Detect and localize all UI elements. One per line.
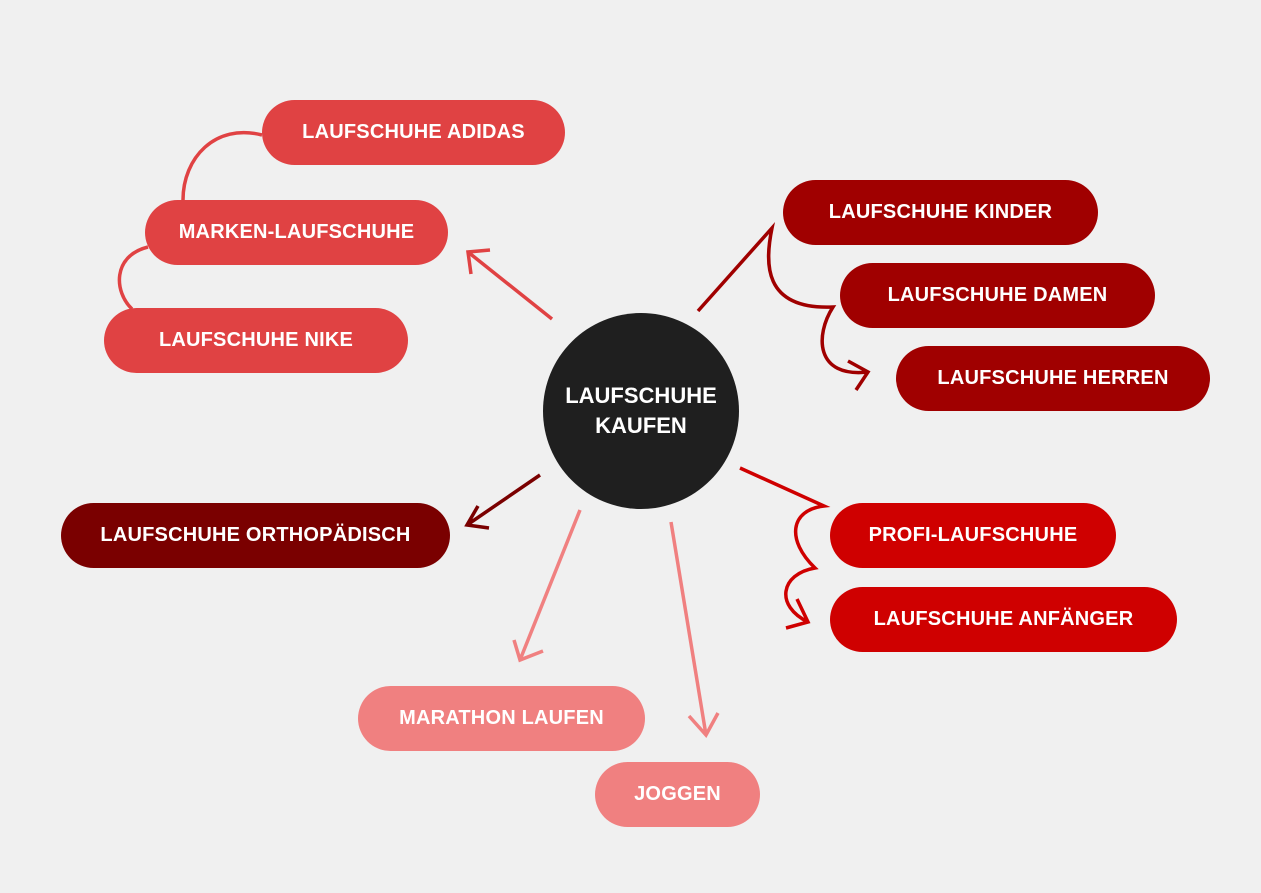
node-joggen: JOGGEN: [595, 762, 760, 827]
node-ortho: LAUFSCHUHE ORTHOPÄDISCH: [61, 503, 450, 568]
arrow-to-marken: [466, 248, 554, 321]
node-damen: LAUFSCHUHE DAMEN: [840, 263, 1155, 328]
node-herren: LAUFSCHUHE HERREN: [896, 346, 1210, 411]
node-kinder: LAUFSCHUHE KINDER: [783, 180, 1098, 245]
node-adidas: LAUFSCHUHE ADIDAS: [262, 100, 565, 165]
center-line1: LAUFSCHUHE: [565, 383, 717, 408]
connector-nike: [117, 245, 149, 311]
arrow-to-profi-anfaenger: [739, 466, 831, 630]
arrow-to-marathon: [512, 509, 582, 663]
node-marathon: MARATHON LAUFEN: [358, 686, 645, 751]
node-nike: LAUFSCHUHE NIKE: [104, 308, 408, 373]
central-topic: LAUFSCHUHE KAUFEN: [543, 313, 739, 509]
arrow-to-joggen: [669, 521, 720, 739]
node-marken: MARKEN-LAUFSCHUHE: [145, 200, 448, 265]
center-line2: KAUFEN: [595, 413, 687, 438]
arrow-to-kinder-damen-herren: [696, 221, 871, 391]
node-profi: PROFI-LAUFSCHUHE: [830, 503, 1116, 568]
arrow-to-ortho: [464, 473, 541, 530]
connector-adidas: [181, 130, 263, 201]
node-anfaenger: LAUFSCHUHE ANFÄNGER: [830, 587, 1177, 652]
